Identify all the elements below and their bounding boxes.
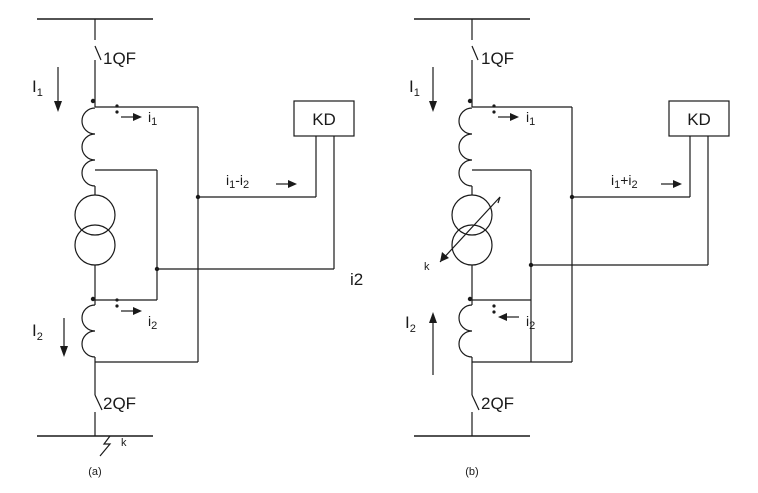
polarity-dot-a <box>115 304 119 308</box>
breaker-2qf-label-b: 2QF <box>481 394 514 413</box>
polarity-dot-b <box>467 98 473 104</box>
fault-label-b: k <box>424 261 430 273</box>
polarity-dot-b <box>492 304 496 308</box>
junction-dot-b <box>528 262 534 268</box>
arrowhead-icon <box>288 180 297 188</box>
arrowhead-icon <box>673 180 682 188</box>
polarity-dot-a <box>90 98 96 104</box>
breaker-2qf-a <box>94 394 103 411</box>
polarity-dot-b <box>492 310 496 314</box>
ct1-coil-b <box>458 107 473 187</box>
arrowhead-icon <box>498 313 507 321</box>
relay-kd-label-a: KD <box>312 110 336 129</box>
primary-current-1-label-a: I1 <box>32 77 43 99</box>
arrowhead-icon <box>429 312 437 323</box>
polarity-dot-a <box>90 296 96 302</box>
polarity-dot-b <box>492 110 496 114</box>
junction-dot-b <box>569 194 575 200</box>
breaker-2qf-label-a: 2QF <box>103 394 136 413</box>
arrowhead-icon <box>54 101 62 112</box>
i2-label-a: i2 <box>350 270 363 289</box>
secondary-current-2-label-a: i2 <box>148 313 157 332</box>
breaker-1qf-b <box>471 45 479 61</box>
arrowhead-icon <box>510 113 519 121</box>
ct2-coil-a <box>81 304 96 358</box>
caption-b: (b) <box>465 466 478 478</box>
secondary-current-2-label-b: i2 <box>526 313 535 332</box>
arrowhead-icon <box>133 307 142 315</box>
relay-kd-b <box>668 100 730 137</box>
transformer-winding-2-b <box>451 224 493 266</box>
caption-a: (a) <box>88 466 101 478</box>
primary-current-2-label-a: I2 <box>32 321 43 343</box>
arrowhead-icon <box>133 113 142 121</box>
primary-current-1-label-b: I1 <box>409 77 420 99</box>
ct1-coil-a <box>81 107 96 187</box>
secondary-current-1-label-b: i1 <box>526 109 535 128</box>
junction-dot-a <box>154 266 160 272</box>
transformer-winding-1-b <box>451 194 493 236</box>
tap-changer-arrow-b <box>439 196 501 263</box>
breaker-1qf-label-a: 1QF <box>103 49 136 68</box>
arrowhead-icon <box>440 252 449 262</box>
sum-current-label-b: i1+i2 <box>611 172 638 191</box>
panel-a: 1QF I1 i1 KD i1-i2 i2 <box>32 18 363 478</box>
diff-current-label-a: i1-i2 <box>226 172 249 191</box>
transformer-winding-2-a <box>74 224 116 266</box>
breaker-1qf-label-b: 1QF <box>481 49 514 68</box>
arrowhead-icon <box>429 101 437 112</box>
breaker-2qf-b <box>471 394 480 411</box>
ct2-coil-b <box>458 304 473 358</box>
panel-b: 1QF I1 i1 k KD i1+i2 <box>405 18 730 478</box>
transformer-winding-1-a <box>74 194 116 236</box>
polarity-dot-b <box>467 296 473 302</box>
fault-lightning-icon <box>99 435 112 457</box>
secondary-current-1-label-a: i1 <box>148 109 157 128</box>
primary-current-2-label-b: I2 <box>405 313 416 335</box>
arrowhead-icon <box>60 346 68 357</box>
relay-kd-label-b: KD <box>687 110 711 129</box>
polarity-dot-a <box>115 110 119 114</box>
fault-label-a: k <box>121 437 127 449</box>
breaker-1qf-a <box>94 45 102 61</box>
junction-dot-a <box>195 194 201 200</box>
tap-changer-b <box>497 196 501 204</box>
relay-kd-a <box>293 100 355 137</box>
